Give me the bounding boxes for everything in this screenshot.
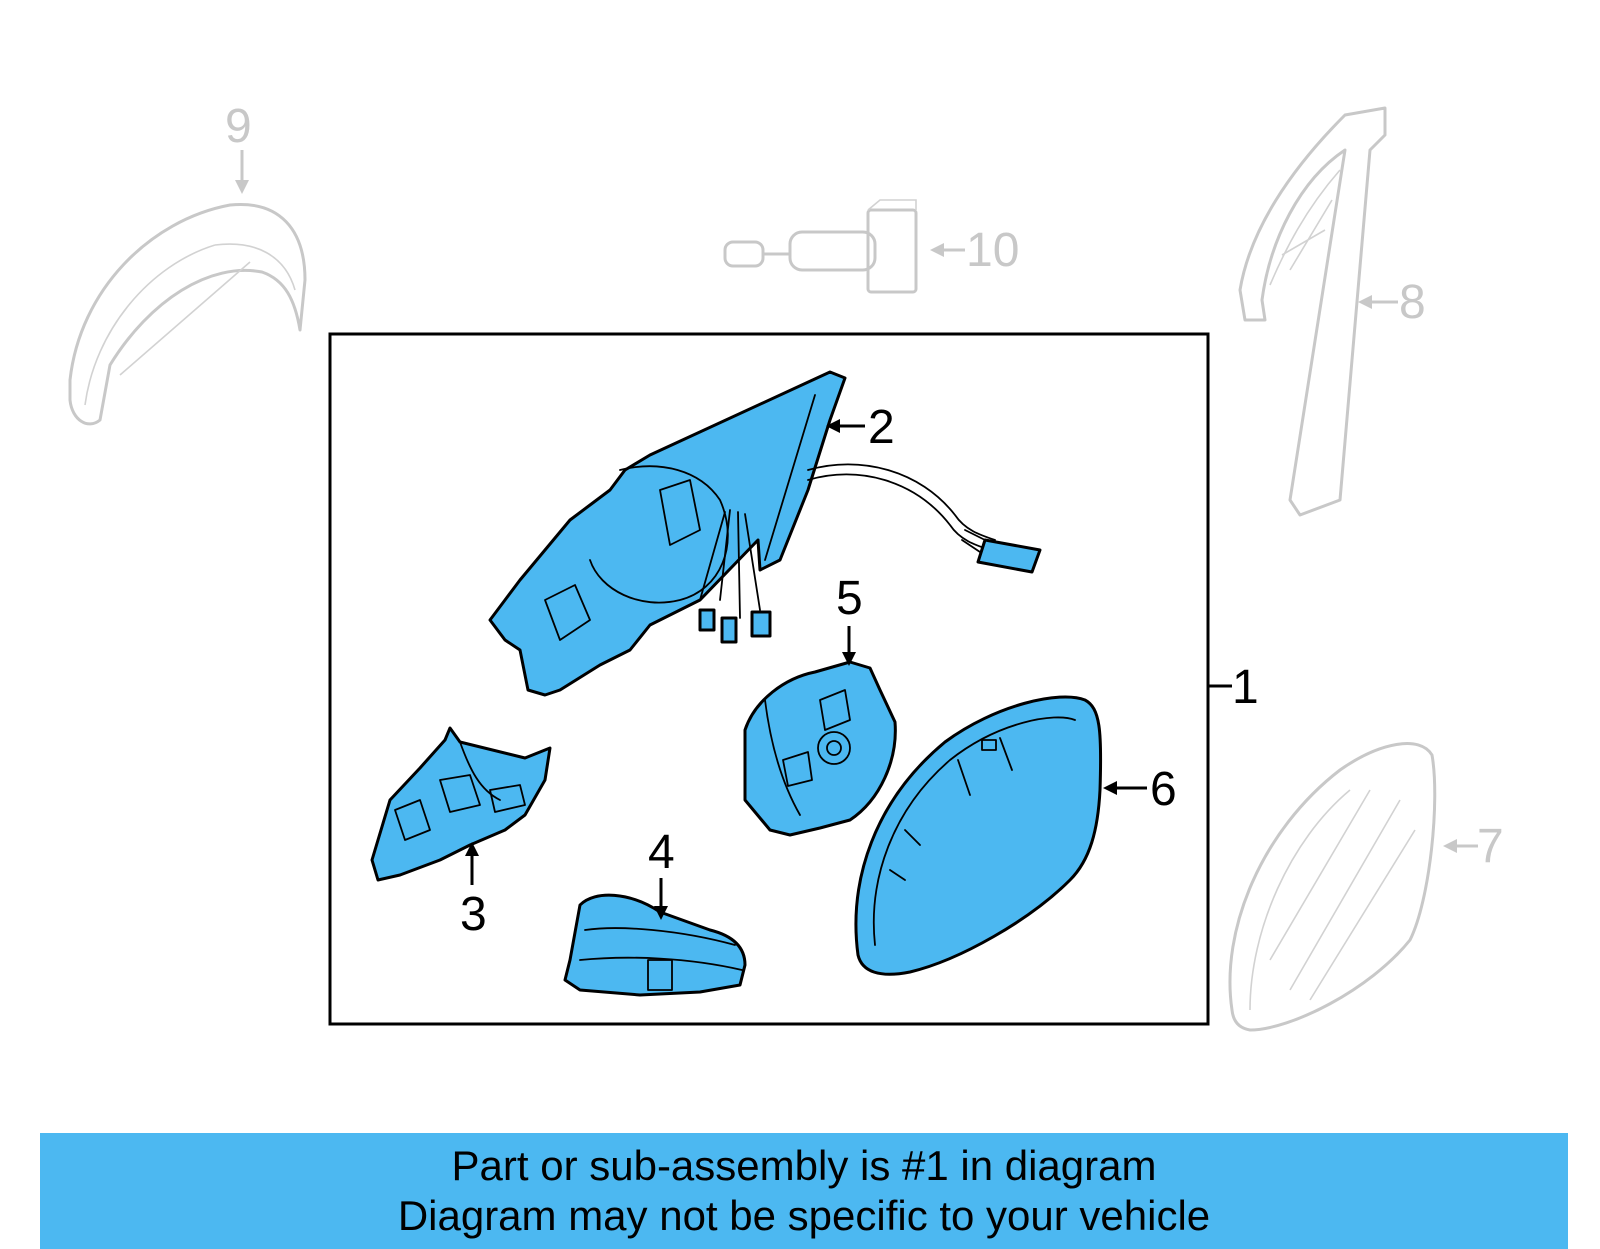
svg-text:6: 6 bbox=[1150, 763, 1177, 816]
svg-text:1: 1 bbox=[1232, 661, 1259, 714]
callout-5: 5 bbox=[836, 572, 863, 666]
svg-text:9: 9 bbox=[225, 100, 252, 153]
svg-text:5: 5 bbox=[836, 572, 863, 625]
part-5-actuator bbox=[743, 660, 897, 837]
info-banner: Part or sub-assembly is #1 in diagram Di… bbox=[40, 1133, 1568, 1249]
callout-2: 2 bbox=[826, 401, 895, 454]
callout-10: 10 bbox=[930, 224, 1019, 277]
svg-text:4: 4 bbox=[648, 826, 675, 879]
callout-6: 6 bbox=[1103, 763, 1177, 816]
callout-9: 9 bbox=[225, 100, 252, 194]
part-6-mirror-glass bbox=[854, 695, 1103, 976]
svg-text:7: 7 bbox=[1477, 820, 1504, 873]
svg-text:8: 8 bbox=[1399, 276, 1426, 329]
assembly-box bbox=[328, 332, 1210, 1026]
part-7-mirror-glass bbox=[1228, 742, 1437, 1032]
callout-3: 3 bbox=[460, 842, 487, 941]
callout-1: 1 bbox=[1208, 661, 1259, 714]
part-2-mirror-base bbox=[488, 370, 1042, 697]
svg-text:3: 3 bbox=[460, 888, 487, 941]
callout-8: 8 bbox=[1358, 276, 1426, 329]
callout-7: 7 bbox=[1443, 820, 1504, 873]
banner-line-1: Part or sub-assembly is #1 in diagram bbox=[451, 1142, 1157, 1189]
callout-4: 4 bbox=[648, 826, 675, 920]
part-3-lower-cover bbox=[370, 726, 552, 882]
svg-text:2: 2 bbox=[868, 401, 895, 454]
part-10-bulb bbox=[723, 199, 918, 294]
part-4-turn-signal bbox=[563, 893, 747, 997]
part-8-trim bbox=[1238, 106, 1387, 517]
svg-text:10: 10 bbox=[966, 224, 1019, 277]
banner-line-2: Diagram may not be specific to your vehi… bbox=[397, 1192, 1211, 1239]
part-9-mirror-cap bbox=[68, 202, 307, 426]
